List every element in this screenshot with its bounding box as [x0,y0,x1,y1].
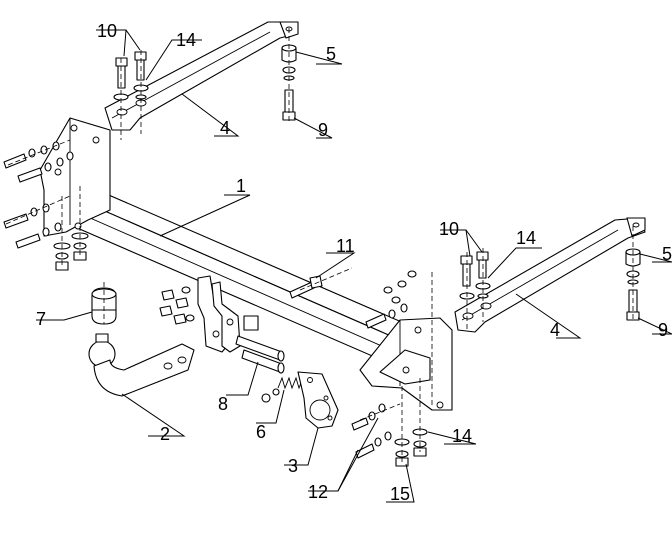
callout-4-left: 4 [220,118,230,138]
callout-7: 7 [36,309,46,329]
callout-9-left: 9 [318,120,328,140]
callout-9-right: 9 [658,320,668,340]
callout-14-left: 14 [176,30,196,50]
left-mounting-arm [104,21,299,131]
spring [261,376,304,403]
sleeve-bolts [235,335,285,374]
arm-bolts-right [459,251,491,300]
bolt-row-lower-left [3,203,62,249]
right-side-bracket [359,317,453,411]
callout-10-left: 10 [97,21,117,41]
socket-plate [297,371,339,429]
callout-12: 12 [308,482,328,502]
callout-5-left: 5 [326,44,336,64]
ball-mount-nuts [159,286,195,325]
assembly-lines [5,28,634,462]
callout-5-right: 5 [662,244,672,264]
callout-10-right: 10 [439,219,459,239]
right-beam-hardware [365,270,417,329]
callout-14-right: 14 [516,228,536,248]
callout-labels: 1 2 3 4 4 5 5 6 7 8 9 9 10 10 11 12 14 1… [36,21,672,504]
callout-1: 1 [236,176,246,196]
callout-2: 2 [160,424,170,444]
callout-14-lower: 14 [452,426,472,446]
callout-6: 6 [256,422,266,442]
long-bolt-11 [289,275,323,299]
callout-8: 8 [218,394,228,414]
left-hardware [3,141,89,271]
ball-mount-bracket [197,275,259,353]
lower-right-hardware [351,403,428,467]
callout-15: 15 [390,484,410,504]
callout-3: 3 [288,456,298,476]
callout-11: 11 [336,236,355,256]
leader-lines [36,29,672,503]
right-mounting-arm [454,217,646,333]
callout-4-right: 4 [550,320,560,340]
